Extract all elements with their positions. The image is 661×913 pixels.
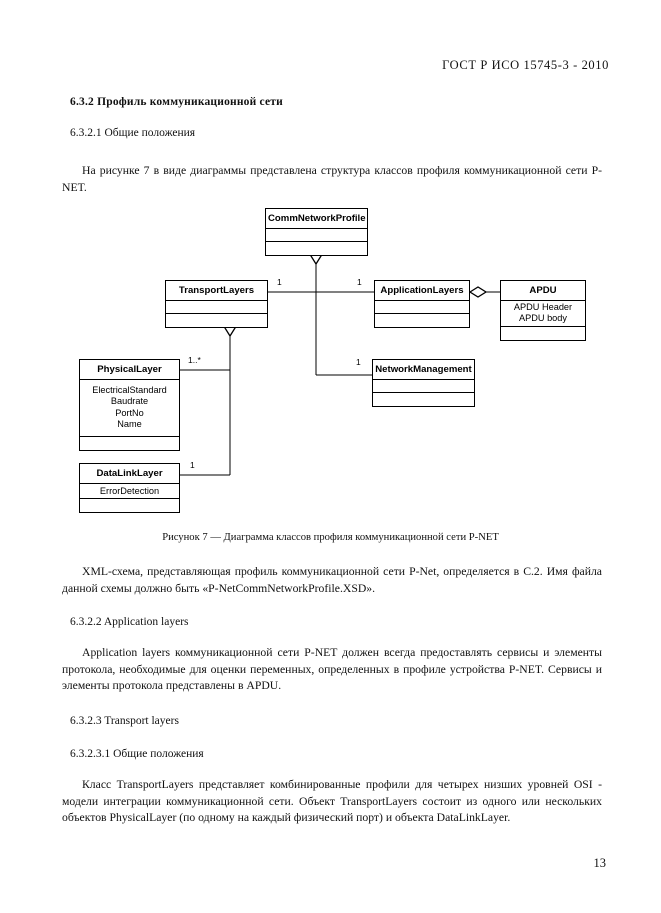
- uml-attributes-commnetworkprofile: [266, 229, 367, 242]
- uml-class-apdu: APDU APDU Header APDU body: [500, 280, 586, 341]
- uml-class-transportlayers: TransportLayers: [165, 280, 268, 328]
- uml-attributes-datalinklayer: ErrorDetection: [80, 484, 179, 499]
- document-standard-header: ГОСТ Р ИСО 15745-3 - 2010: [442, 58, 609, 72]
- uml-operations-transportlayers: [166, 314, 267, 327]
- multiplicity-applicationlayers: 1: [357, 277, 362, 287]
- figure-caption: Рисунок 7 — Диаграмма классов профиля ко…: [162, 532, 499, 543]
- uml-attribute-baudrate: Baudrate: [110, 396, 149, 407]
- uml-attributes-physicallayer: ElectricalStandard Baudrate PortNo Name: [80, 380, 179, 437]
- uml-operations-apdu: [501, 327, 585, 340]
- uml-class-name-networkmanagement: NetworkManagement: [373, 360, 474, 380]
- uml-attributes-applicationlayers: [375, 301, 469, 314]
- page-number: 13: [593, 856, 607, 870]
- uml-operations-commnetworkprofile: [266, 242, 367, 255]
- aggregation-diamond-apdu: [468, 286, 488, 298]
- uml-attributes-transportlayers: [166, 301, 267, 314]
- paragraph-xml-schema: XML-схема, представляющая профиль коммун…: [62, 565, 602, 595]
- multiplicity-datalinklayer: 1: [190, 460, 195, 470]
- section-heading-6-3-2-2: 6.3.2.2 Application layers: [70, 616, 189, 628]
- uml-class-datalinklayer: DataLinkLayer ErrorDetection: [79, 463, 180, 513]
- uml-attribute-electricalstandard: ElectricalStandard: [92, 385, 167, 395]
- uml-class-physicallayer: PhysicalLayer ElectricalStandard Baudrat…: [79, 359, 180, 451]
- uml-attribute-name: Name: [117, 419, 142, 430]
- uml-attribute-apdu-body: APDU body: [518, 313, 567, 324]
- uml-operations-physicallayer: [80, 437, 179, 450]
- paragraph-application-layers: Application layers коммуникационной сети…: [62, 646, 602, 693]
- uml-attribute-apdu-header: APDU Header: [513, 302, 573, 312]
- uml-operations-networkmanagement: [373, 393, 474, 406]
- uml-class-name-datalinklayer: DataLinkLayer: [80, 464, 179, 484]
- uml-attributes-networkmanagement: [373, 380, 474, 393]
- uml-class-diagram: CommNetworkProfile TransportLayers Appli…: [0, 200, 661, 520]
- uml-attributes-apdu: APDU Header APDU body: [501, 301, 585, 327]
- section-heading-6-3-2: 6.3.2 Профиль коммуникационной сети: [70, 96, 283, 108]
- uml-class-commnetworkprofile: CommNetworkProfile: [265, 208, 368, 256]
- section-heading-6-3-2-3: 6.3.2.3 Transport layers: [70, 715, 179, 727]
- uml-class-networkmanagement: NetworkManagement: [372, 359, 475, 407]
- uml-class-name-commnetworkprofile: CommNetworkProfile: [266, 209, 367, 229]
- uml-attribute-portno: PortNo: [115, 407, 144, 418]
- uml-class-name-physicallayer: PhysicalLayer: [80, 360, 179, 380]
- section-heading-6-3-2-1: 6.3.2.1 Общие положения: [70, 127, 196, 139]
- paragraph-figure-intro: На рисунке 7 в виде диаграммы представле…: [62, 164, 602, 194]
- section-heading-6-3-2-3-1: 6.3.2.3.1 Общие положения: [70, 748, 204, 760]
- uml-class-name-applicationlayers: ApplicationLayers: [375, 281, 469, 301]
- multiplicity-physicallayer: 1..*: [188, 355, 201, 365]
- paragraph-transport-layers: Класс TransportLayers представляет комби…: [62, 778, 602, 825]
- uml-class-name-apdu: APDU: [501, 281, 585, 301]
- uml-class-applicationlayers: ApplicationLayers: [374, 280, 470, 328]
- multiplicity-networkmanagement: 1: [356, 357, 361, 367]
- multiplicity-transportlayers: 1: [277, 277, 282, 287]
- uml-operations-applicationlayers: [375, 314, 469, 327]
- uml-operations-datalinklayer: [80, 499, 179, 512]
- uml-class-name-transportlayers: TransportLayers: [166, 281, 267, 301]
